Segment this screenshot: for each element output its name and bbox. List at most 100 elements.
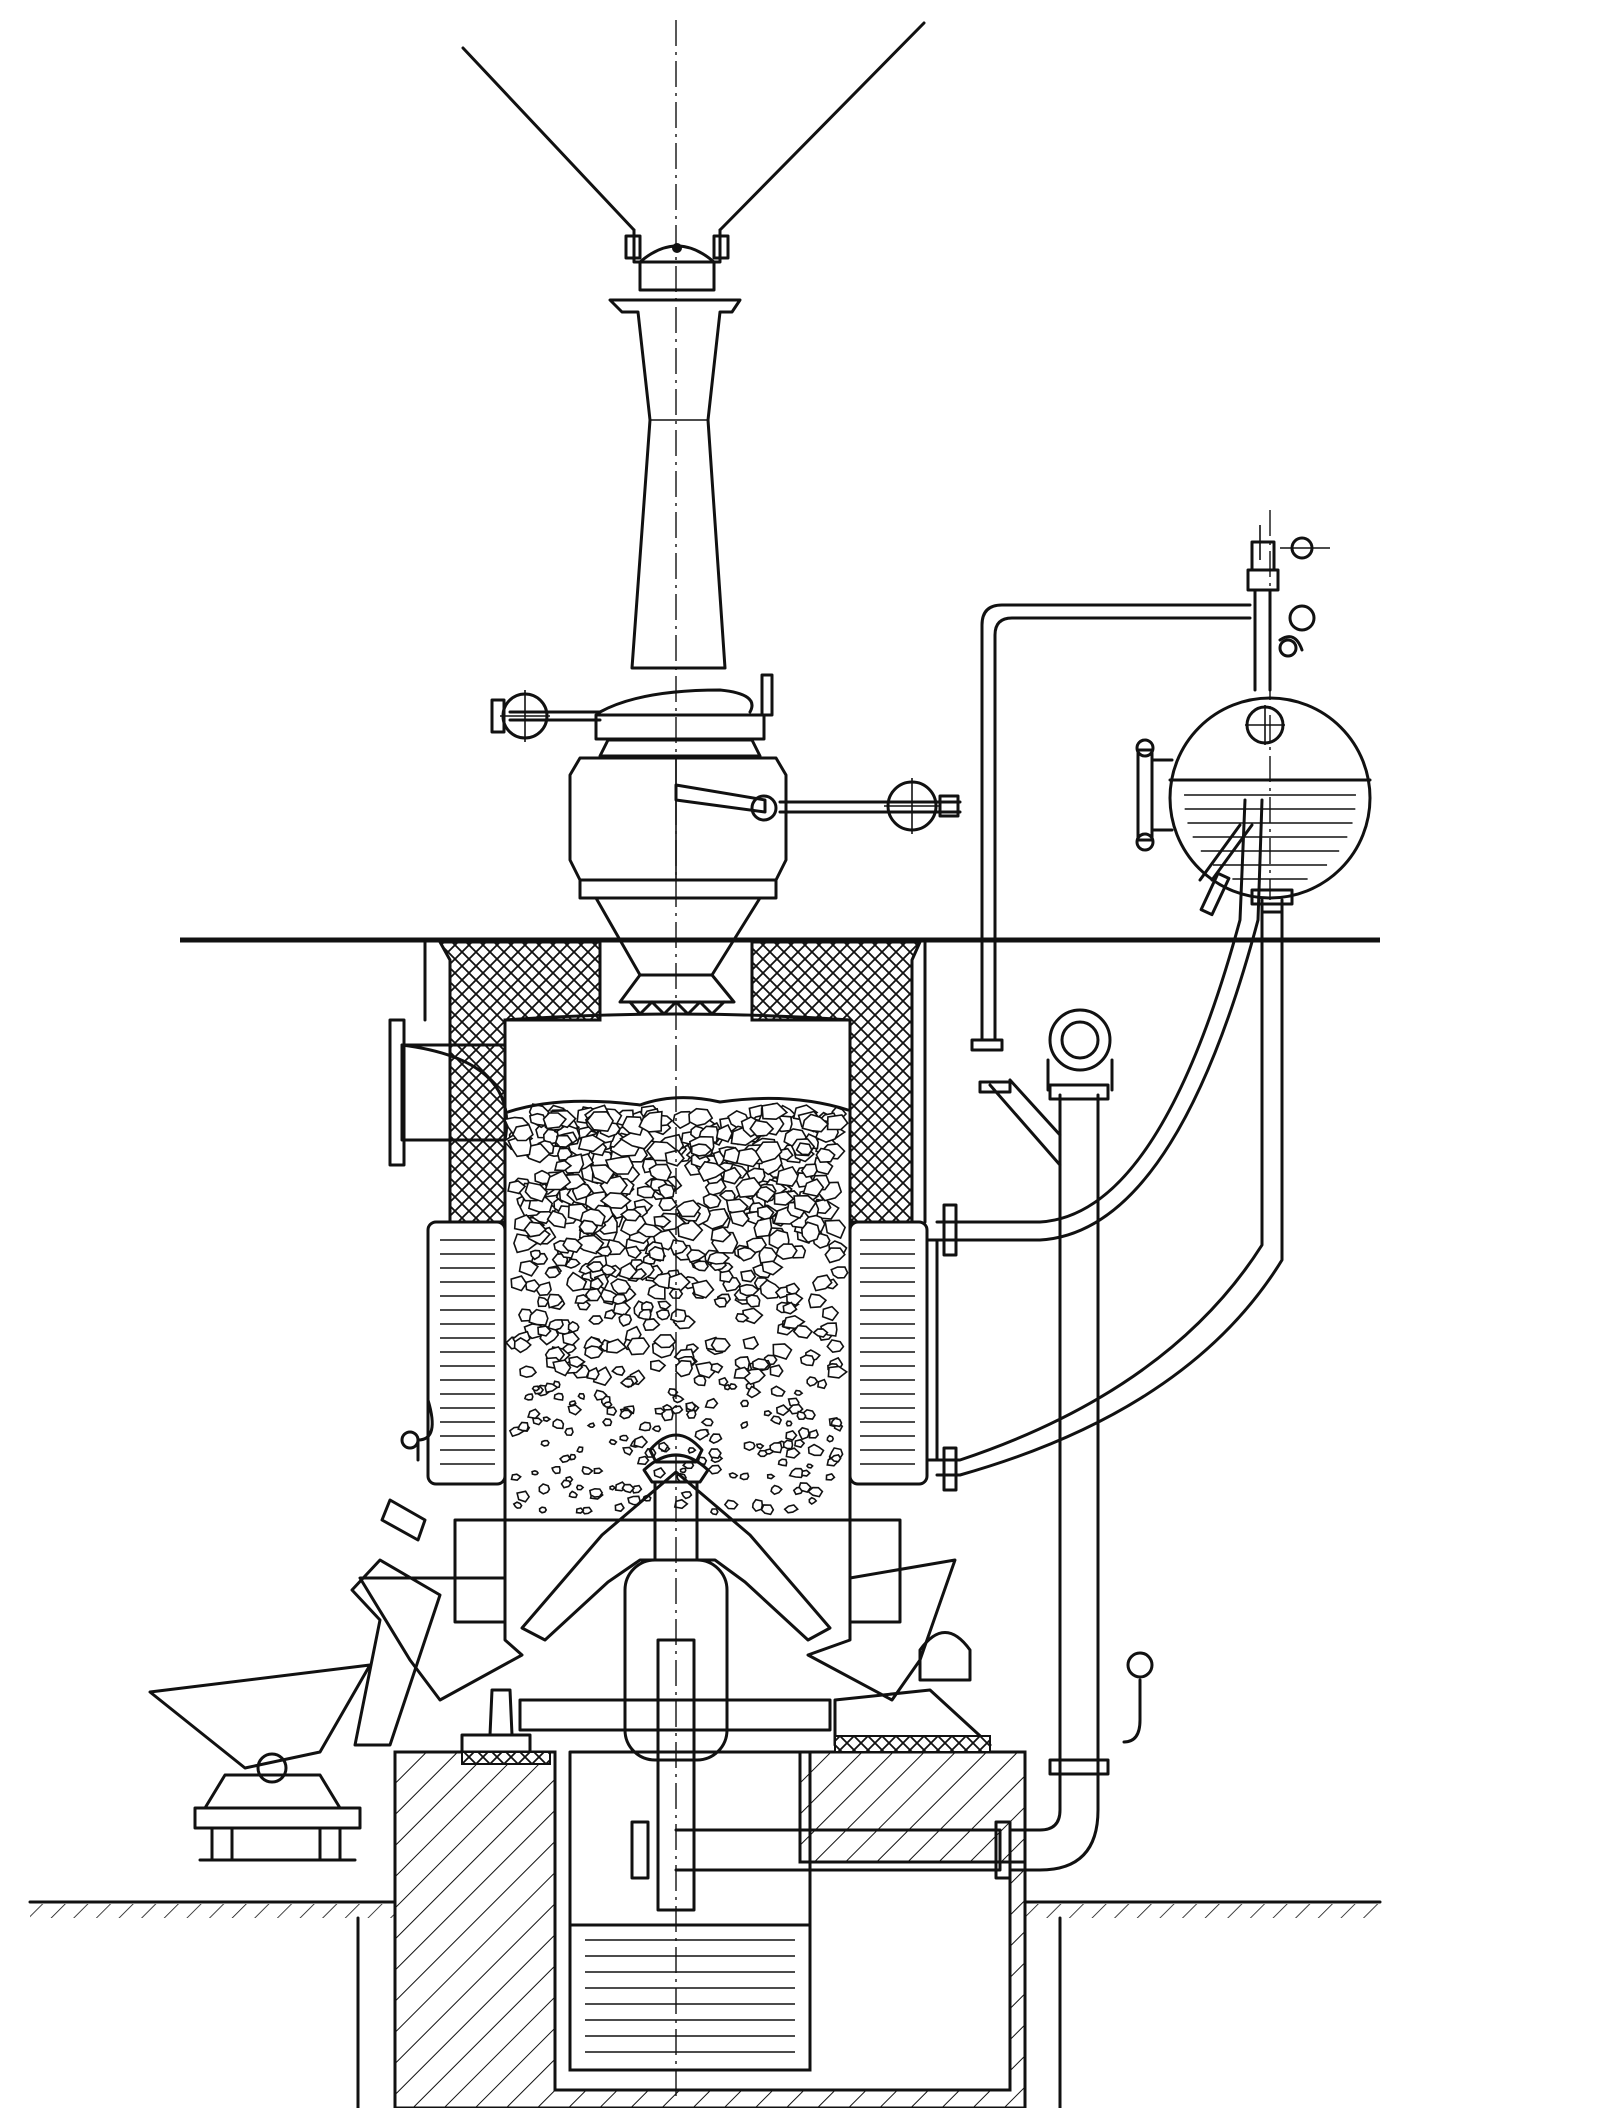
fuel-lump [655, 1309, 671, 1321]
fuel-lump [604, 1155, 635, 1175]
fuel-lump [653, 1467, 667, 1479]
fuel-lump [772, 1343, 793, 1360]
centerlines [675, 20, 1271, 2100]
fuel-lump [694, 1428, 710, 1441]
fuel-lump [657, 1183, 675, 1200]
fuel-lump [636, 1455, 650, 1466]
fuel-lump [773, 1190, 795, 1206]
fuel-lump [586, 1110, 615, 1133]
fuel-lump [686, 1409, 697, 1419]
fuel-lump [589, 1164, 616, 1185]
fuel-lump [700, 1417, 714, 1427]
fuel-lump [719, 1270, 734, 1283]
fuel-lump [704, 1397, 719, 1409]
fuel-lump [636, 1223, 664, 1238]
fuel-lump [546, 1293, 564, 1309]
fuel-lump [783, 1504, 799, 1514]
fuel-lump [531, 1385, 541, 1392]
fuel-lump [633, 1435, 649, 1449]
fuel-lump [745, 1294, 761, 1308]
fuel-lump [606, 1338, 628, 1354]
fuel-lump [807, 1293, 828, 1309]
fuel-lump [658, 1441, 669, 1453]
fuel-lump [523, 1393, 534, 1401]
ground [28, 1900, 1382, 2108]
fuel-lump [805, 1463, 814, 1469]
fuel-lump [782, 1301, 798, 1315]
fuel-lump [728, 1383, 738, 1390]
fuel-lump [527, 1408, 541, 1420]
fuel-lump [679, 1467, 687, 1474]
fuel-lump [795, 1142, 813, 1156]
fuel-lump [702, 1193, 722, 1209]
fuel-lump [672, 1394, 685, 1404]
fuel-lump [589, 1276, 604, 1291]
fuel-lump [811, 1274, 833, 1292]
fuel-lump [567, 1404, 583, 1416]
fuel-lump [652, 1334, 677, 1349]
fuel-lump [651, 1425, 662, 1433]
fuel-lump [728, 1210, 750, 1228]
fuel-lump [675, 1199, 702, 1218]
fuel-lump [516, 1490, 531, 1503]
fuel-lump [595, 1245, 613, 1257]
fuel-lump [808, 1496, 818, 1505]
fuel-lump [690, 1143, 713, 1157]
fuel-lump [588, 1487, 604, 1498]
fuel-lump [669, 1308, 687, 1323]
fuel-lump [531, 1470, 540, 1476]
fuel-lump [757, 1449, 769, 1458]
fuel-lump [667, 1387, 679, 1397]
fuel-lump [669, 1239, 688, 1256]
fuel-lump [553, 1392, 564, 1401]
fuel-lump [713, 1297, 728, 1308]
fuel-lump [775, 1404, 791, 1417]
fuel-lump [653, 1215, 672, 1228]
fuel-lump [577, 1392, 586, 1401]
fuel-lump [710, 1362, 724, 1374]
fuel-lump [612, 1293, 628, 1305]
fuel-lump [642, 1318, 661, 1332]
fuel-lump [544, 1266, 561, 1279]
fuel-lump [753, 1217, 773, 1238]
fuel-lump [782, 1439, 794, 1450]
fuel-lump [769, 1364, 784, 1378]
fuel-lump [788, 1467, 806, 1479]
fuel-lump [760, 1504, 775, 1516]
fuel-lump [618, 1313, 633, 1327]
fuel-lump [547, 1319, 564, 1331]
water-seal-pit [568, 1750, 812, 2072]
fuel-lump [606, 1406, 618, 1416]
pressure-gauge [1278, 604, 1316, 658]
fuel-lump [806, 1376, 819, 1387]
fuel-lump [602, 1401, 613, 1408]
fuel-lump [564, 1427, 574, 1437]
fuel-lump [740, 1269, 757, 1283]
fuel-lump [761, 1102, 789, 1121]
fuel-lump [540, 1439, 550, 1447]
fuel-lump [611, 1365, 626, 1377]
fuel-lump [685, 1401, 697, 1412]
fuel-lump [735, 1312, 750, 1323]
ash-pan [358, 1518, 992, 1765]
fuel-lump [649, 1359, 667, 1373]
fuel-lump [519, 1365, 538, 1379]
fuel-lump [664, 1149, 685, 1167]
charging-chute [608, 298, 742, 670]
fuel-lump [658, 1197, 678, 1212]
fuel-lump [621, 1483, 635, 1494]
fuel-lump [626, 1337, 651, 1356]
fuel-lump [812, 1328, 829, 1338]
fuel-lump [775, 1165, 800, 1187]
jacket-outlet-pipes [935, 798, 1284, 1492]
fuel-lump [619, 1434, 629, 1442]
fuel-lump [694, 1361, 717, 1379]
fuel-lump [796, 1410, 807, 1421]
fuel-lump [568, 1490, 578, 1499]
fuel-lump [538, 1483, 551, 1495]
fuel-lump [568, 1400, 577, 1407]
fuel-lump [785, 1429, 798, 1441]
fuel-lump [566, 1271, 588, 1292]
